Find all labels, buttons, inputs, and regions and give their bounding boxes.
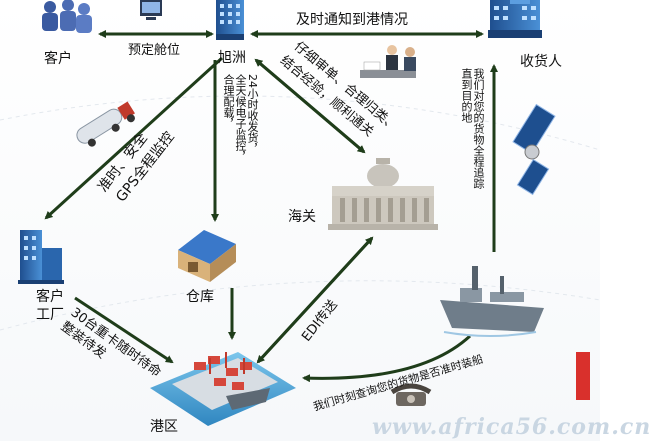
- node-label-factory-line1: 客户: [36, 289, 64, 305]
- backdrop-curve: [0, 280, 601, 331]
- seal-stamp: [576, 352, 590, 400]
- arrow-factory-to-port: [74, 296, 174, 364]
- node-label-xuzhou: 旭洲: [218, 50, 246, 66]
- edge-label-book-space: 预定舱位: [128, 43, 181, 58]
- port-icon: [150, 352, 296, 426]
- telephone-icon: [390, 383, 432, 406]
- node-label-port: 港区: [150, 419, 178, 435]
- satellite-icon: [512, 103, 556, 196]
- cargo-ship-icon: [440, 266, 544, 337]
- factory-building-icon: [18, 230, 64, 284]
- arrow-customs-to-port: [256, 236, 374, 364]
- edge-label-monitor: 24小时收发货， 全天候电子监控， 合理配载，: [222, 74, 259, 162]
- backdrop-curve: [0, 95, 601, 151]
- consignee-building-icon: [488, 0, 542, 38]
- arrow-customs-to-xuzhou: [254, 58, 365, 154]
- warehouse-icon: [178, 230, 236, 282]
- xuzhou-building-icon: [216, 0, 244, 40]
- customer-icon: [42, 0, 162, 33]
- edge-label-tracking: 我们对您的货物全程追踪 直到目的地: [460, 68, 485, 189]
- diagram-canvas: [0, 0, 601, 426]
- tanker-truck-icon: [76, 101, 135, 147]
- arrow-xuzhou-to-factory: [44, 56, 224, 220]
- node-label-customer: 客户: [44, 51, 72, 67]
- node-label-warehouse: 仓库: [186, 289, 214, 305]
- node-label-factory-line2: 工厂: [36, 307, 64, 323]
- node-label-consignee: 收货人: [520, 54, 562, 70]
- edge-label-notify-arrival: 及时通知到港情况: [296, 12, 408, 28]
- meeting-icon: [360, 45, 416, 78]
- arrow-ship-to-port: [302, 334, 472, 383]
- customs-building-icon: [328, 158, 438, 230]
- site-watermark: www.africa56.com.cn: [372, 414, 651, 440]
- node-label-customs: 海关: [288, 209, 316, 225]
